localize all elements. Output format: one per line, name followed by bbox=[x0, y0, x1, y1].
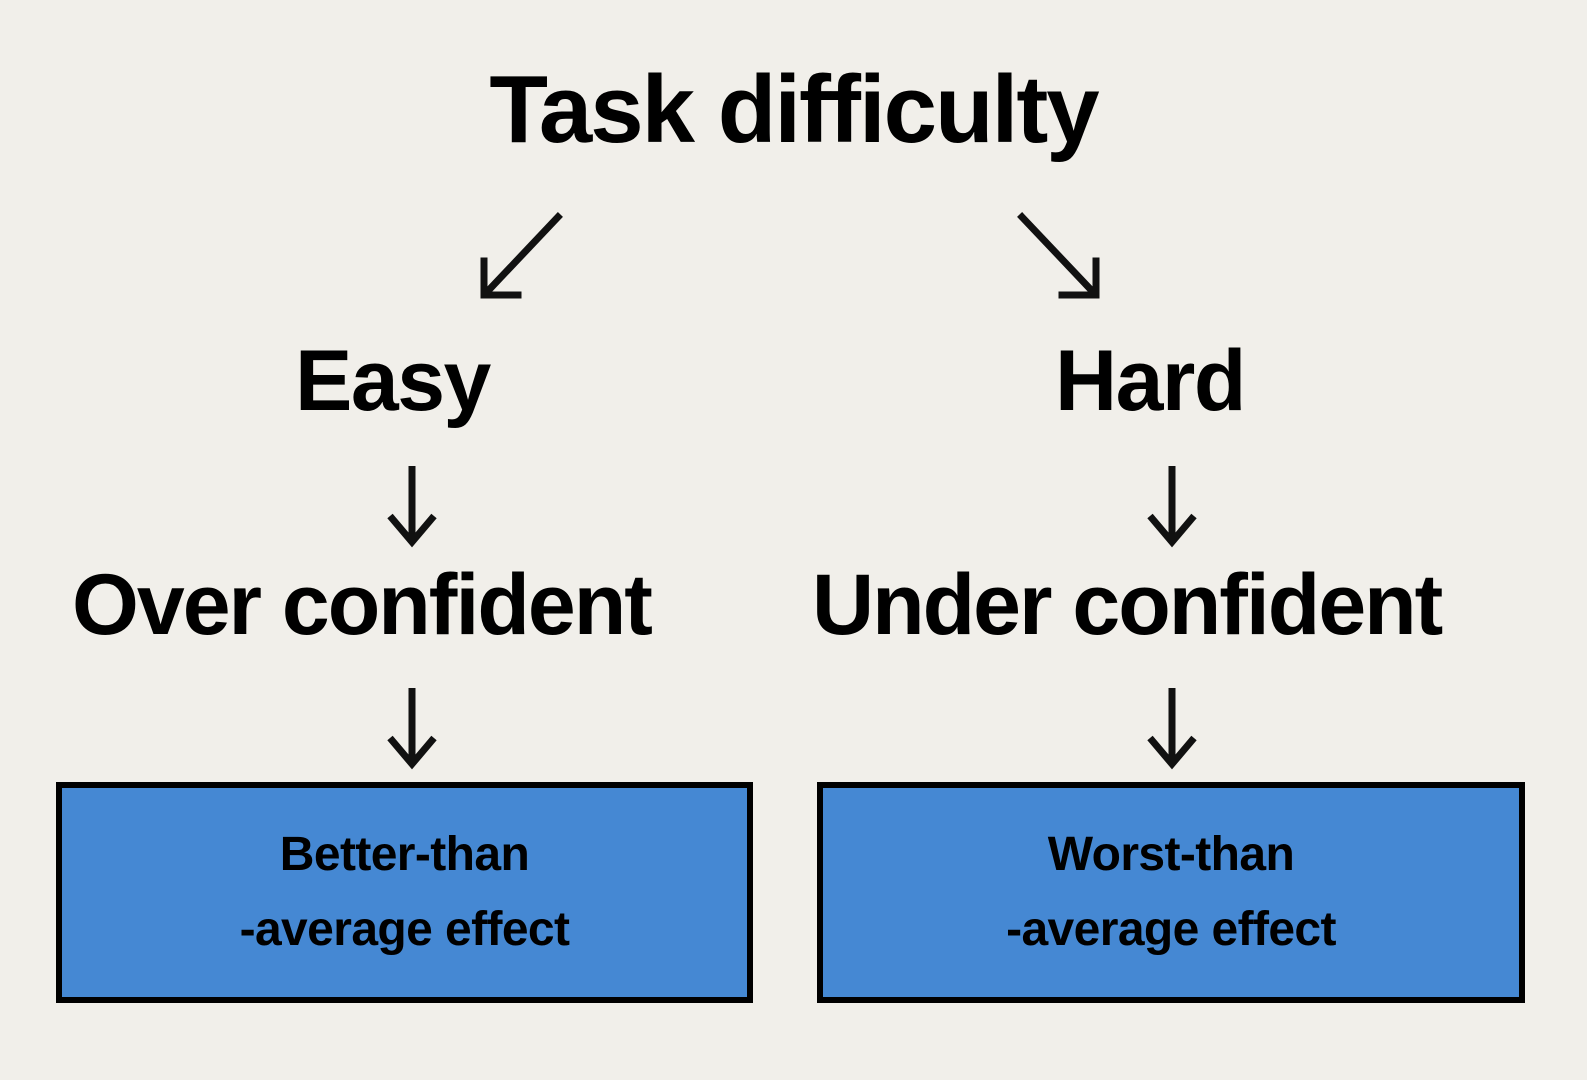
outcome-box-better-than-average: Better-than -average effect bbox=[56, 782, 753, 1003]
branch-label-hard: Hard bbox=[1055, 333, 1246, 429]
arrow-down-icon bbox=[1147, 688, 1197, 770]
arrow-down-left-icon bbox=[480, 212, 563, 299]
outcome-line-2: -average effect bbox=[1006, 902, 1336, 956]
consequence-label-under-confident: Under confident bbox=[812, 557, 1443, 653]
arrow-down-icon bbox=[387, 688, 437, 770]
arrow-down-right-icon bbox=[1017, 212, 1100, 299]
arrow-down-icon bbox=[387, 466, 437, 548]
diagram-title: Task difficulty bbox=[489, 56, 1099, 163]
outcome-line-2: -average effect bbox=[239, 902, 570, 956]
consequence-label-over-confident: Over confident bbox=[72, 557, 653, 653]
outcome-line-1: Better-than bbox=[279, 828, 530, 882]
outcome-line-1: Worst-than bbox=[1047, 828, 1295, 882]
branch-label-easy: Easy bbox=[295, 333, 491, 429]
arrow-down-icon bbox=[1147, 466, 1197, 548]
outcome-box-worst-than-average: Worst-than -average effect bbox=[817, 782, 1525, 1003]
